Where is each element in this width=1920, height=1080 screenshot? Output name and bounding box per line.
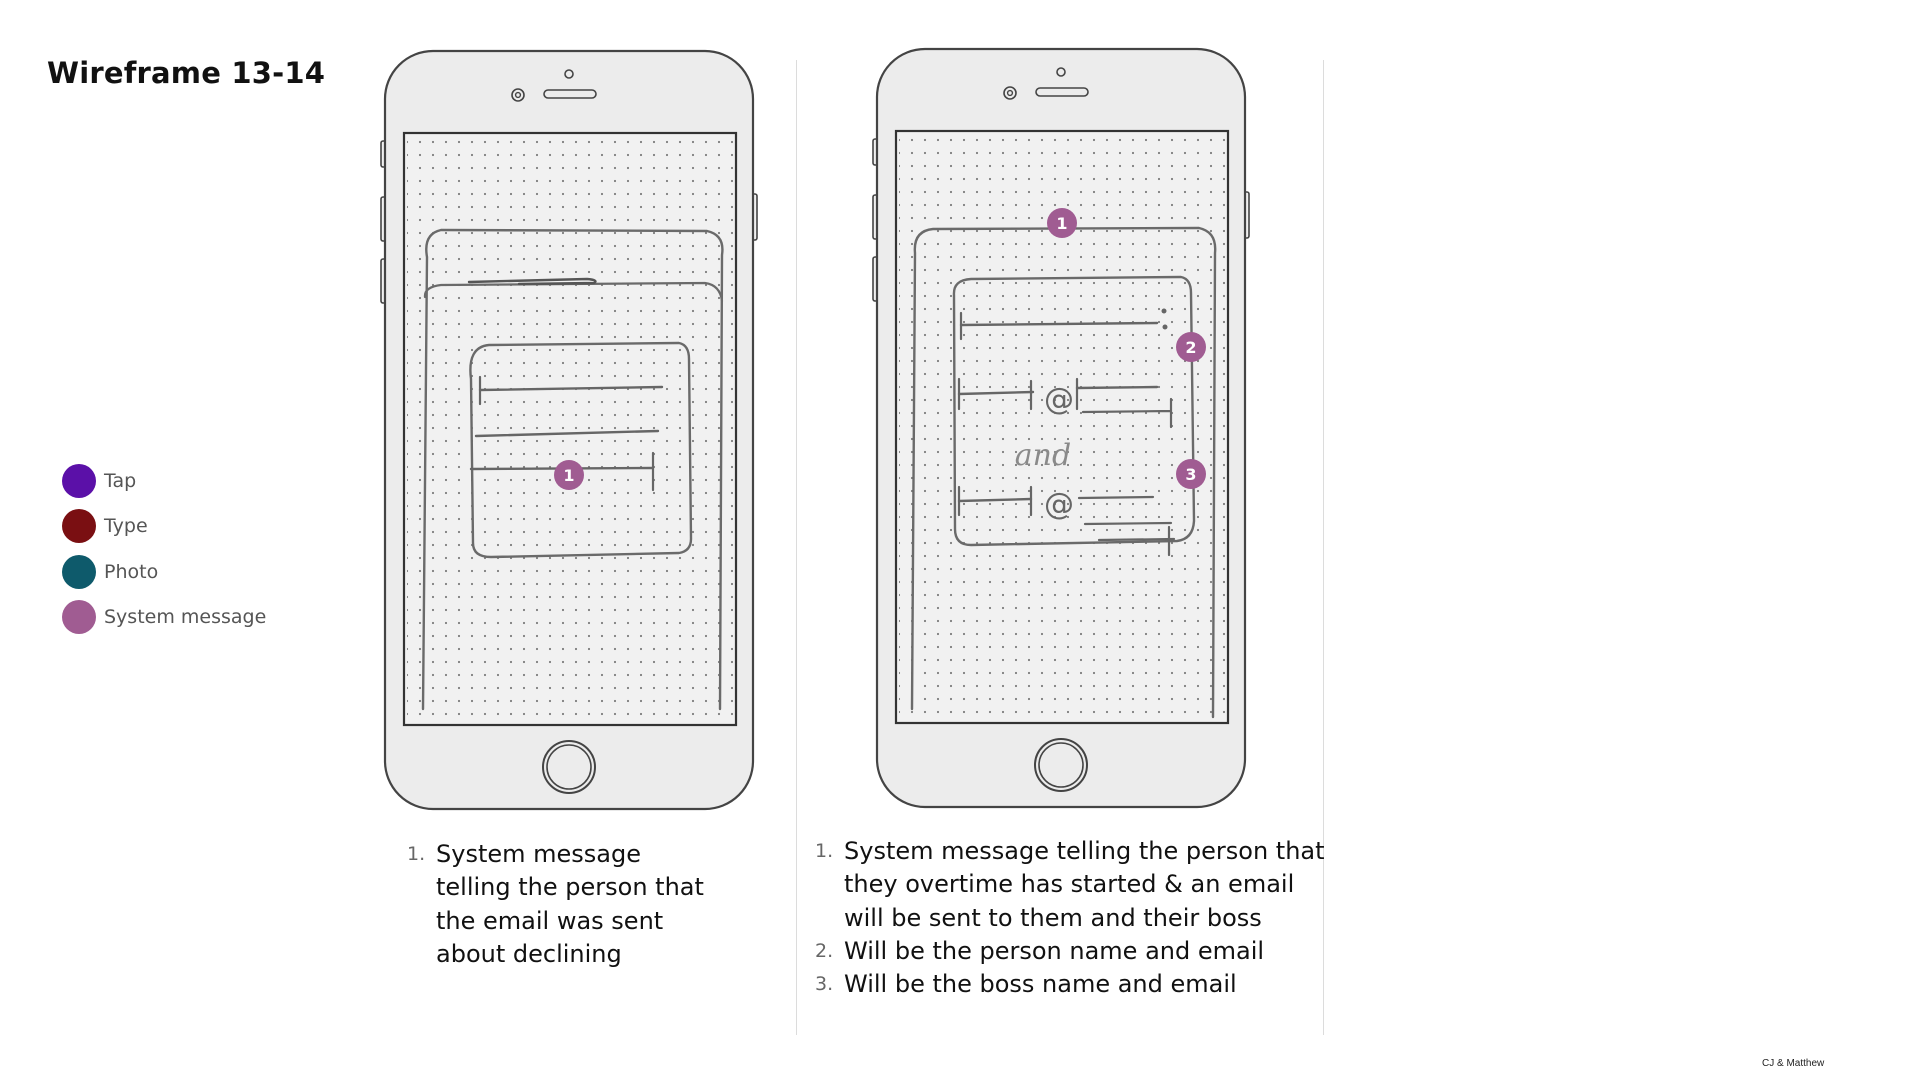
wireframe-14-marker-1: 1 xyxy=(1047,208,1077,238)
wireframe-13-marker-1: 1 xyxy=(554,460,584,490)
legend-label-tap: Tap xyxy=(104,469,137,492)
wireframe-13-phone-drawing: 1 xyxy=(380,49,758,811)
note-text: Will be the person name and email xyxy=(844,936,1265,965)
wireframe-14-marker-2: 2 xyxy=(1176,332,1206,362)
legend-label-type: Type xyxy=(104,515,148,538)
sketch-at-symbol: @ xyxy=(1044,382,1074,417)
legend-swatch-system-message xyxy=(62,600,96,635)
legend-swatch-photo xyxy=(62,554,96,589)
svg-text:1: 1 xyxy=(563,466,574,485)
wireframe-14-note-1: 1. System message telling the person tha… xyxy=(813,835,1325,935)
legend-label-system-message: System message xyxy=(104,606,267,629)
legend-item-photo: Photo xyxy=(62,549,266,595)
column-divider-left xyxy=(796,60,797,1035)
legend-label-photo: Photo xyxy=(104,560,159,583)
wireframe-14-note-3: 3. Will be the boss name and email xyxy=(813,968,1325,1001)
wireframe-14-note-2: 2. Will be the person name and email xyxy=(813,935,1325,968)
legend-item-type: Type xyxy=(62,504,266,550)
legend-item-tap: Tap xyxy=(62,458,266,504)
page-title: Wireframe 13-14 xyxy=(47,56,326,90)
legend-swatch-type xyxy=(62,509,96,544)
legend-item-system-message: System message xyxy=(62,595,266,641)
legend-swatch-tap xyxy=(62,463,96,498)
credit-text: CJ & Matthew xyxy=(1762,1058,1825,1069)
sketch-and-text: and xyxy=(1015,438,1071,473)
note-text: Will be the boss name and email xyxy=(844,970,1237,999)
note-number: 1. xyxy=(407,843,426,865)
note-number: 3. xyxy=(815,973,834,996)
wireframe-14-marker-3: 3 xyxy=(1176,459,1206,489)
column-divider-right xyxy=(1323,60,1324,1035)
sketch-at-symbol-2: @ xyxy=(1044,487,1074,522)
wireframe-13-note-1: 1. System message telling the person tha… xyxy=(405,838,704,971)
wireframe-13-phone: 1 xyxy=(379,49,759,814)
note-text: System message telling the person that t… xyxy=(844,837,1325,932)
wireframe-14-phone: @ and @ 1 2 3 xyxy=(871,47,1251,812)
wireframe-13-notes: 1. System message telling the person tha… xyxy=(405,838,704,971)
note-text: System message telling the person that t… xyxy=(436,840,704,968)
wireframe-14-notes: 1. System message telling the person tha… xyxy=(813,835,1325,1001)
svg-text:3: 3 xyxy=(1185,465,1196,484)
legend: Tap Type Photo System message xyxy=(62,458,266,640)
note-number: 1. xyxy=(815,840,834,862)
svg-text:1: 1 xyxy=(1056,214,1067,233)
svg-text:2: 2 xyxy=(1185,338,1196,357)
wireframe-14-phone-drawing: @ and @ 1 2 3 xyxy=(872,47,1250,809)
note-number: 2. xyxy=(815,939,834,962)
